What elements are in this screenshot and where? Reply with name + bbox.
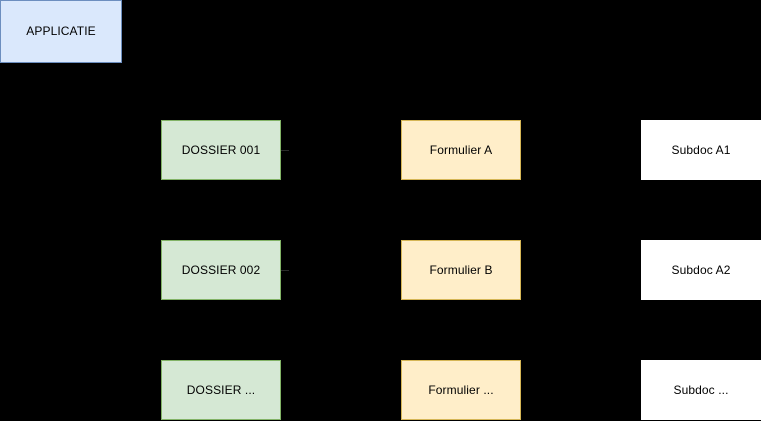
node-subdoc-more-label: Subdoc ... (673, 382, 729, 397)
node-subdoc-a2-label: Subdoc A2 (671, 262, 731, 277)
node-dossier-002-label: DOSSIER 002 (181, 262, 261, 277)
connector-dossier-002-to-formulier-b (281, 270, 289, 271)
node-dossier-more[interactable]: DOSSIER ... (161, 360, 281, 420)
node-subdoc-a1-label: Subdoc A1 (671, 142, 731, 157)
node-formulier-more[interactable]: Formulier ... (401, 360, 521, 420)
node-applicatie-label: APPLICATIE (26, 24, 96, 39)
node-applicatie[interactable]: APPLICATIE (0, 0, 122, 63)
connector-dossier-001-to-formulier-a (281, 150, 289, 151)
node-subdoc-more[interactable]: Subdoc ... (641, 360, 761, 420)
node-formulier-b-label: Formulier B (429, 262, 493, 277)
node-dossier-002[interactable]: DOSSIER 002 (161, 240, 281, 300)
node-formulier-a[interactable]: Formulier A (401, 120, 521, 180)
node-dossier-more-label: DOSSIER ... (186, 382, 256, 397)
node-dossier-001[interactable]: DOSSIER 001 (161, 120, 281, 180)
node-formulier-a-label: Formulier A (429, 142, 493, 157)
node-dossier-001-label: DOSSIER 001 (181, 142, 261, 157)
node-formulier-more-label: Formulier ... (428, 382, 494, 397)
node-formulier-b[interactable]: Formulier B (401, 240, 521, 300)
node-subdoc-a1[interactable]: Subdoc A1 (641, 120, 761, 180)
node-subdoc-a2[interactable]: Subdoc A2 (641, 240, 761, 300)
